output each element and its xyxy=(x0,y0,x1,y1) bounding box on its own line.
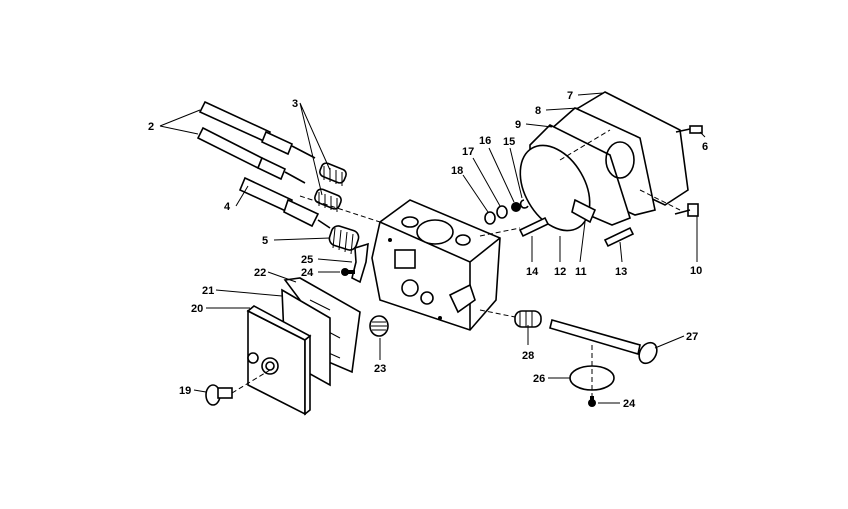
callout-14: 14 xyxy=(526,266,539,278)
ring-18 xyxy=(484,211,496,225)
callout-15: 15 xyxy=(503,136,515,148)
callout-23: 23 xyxy=(374,363,386,375)
screw-19 xyxy=(205,369,271,406)
pin-13 xyxy=(603,226,635,248)
leader-lines xyxy=(159,92,706,404)
callout-19: 19 xyxy=(179,385,191,397)
clip-15 xyxy=(519,199,529,209)
screw-6 xyxy=(675,125,703,134)
callout-22: 22 xyxy=(254,267,266,279)
callout-26: 26 xyxy=(533,373,545,385)
callout-20: 20 xyxy=(191,303,203,315)
callout-6: 6 xyxy=(702,141,708,153)
needle-screw-upper xyxy=(198,100,316,159)
callout-10: 10 xyxy=(690,265,702,277)
screw-10 xyxy=(674,203,699,217)
screw-24-lower xyxy=(588,396,596,407)
callout-13: 13 xyxy=(615,266,627,278)
callout-17: 17 xyxy=(462,146,474,158)
callout-2: 2 xyxy=(148,121,154,133)
callout-24: 24 xyxy=(301,267,314,279)
callout-11: 11 xyxy=(575,266,587,278)
washer-17 xyxy=(496,205,508,219)
lever-11 xyxy=(571,198,597,224)
callout-21: 21 xyxy=(202,285,214,297)
needle-16 xyxy=(511,202,521,212)
callout-4: 4 xyxy=(224,201,231,213)
callout-3: 3 xyxy=(292,98,298,110)
callout-18: 18 xyxy=(451,165,463,177)
shaft-27 xyxy=(549,319,658,365)
callout-25: 25 xyxy=(301,254,313,266)
carburetor-body xyxy=(371,199,501,331)
callout-5: 5 xyxy=(262,235,268,247)
callout-8: 8 xyxy=(535,105,541,117)
callout-16: 16 xyxy=(479,135,491,147)
idle-screw xyxy=(238,176,331,229)
callout-9: 9 xyxy=(515,119,521,131)
spring-28 xyxy=(514,310,542,328)
callout-7: 7 xyxy=(567,90,573,102)
needle-screw-lower xyxy=(196,126,306,184)
spring-3-upper xyxy=(319,162,347,186)
callout-24-lower: 24 xyxy=(623,398,636,410)
callout-12: 12 xyxy=(554,266,566,278)
lever-25 xyxy=(351,242,369,284)
pin-14 xyxy=(518,216,550,238)
callout-27: 27 xyxy=(686,331,698,343)
cover-20 xyxy=(246,305,312,416)
screw-24-upper xyxy=(341,268,355,276)
callout-28: 28 xyxy=(522,350,534,362)
spring-5 xyxy=(328,225,360,255)
